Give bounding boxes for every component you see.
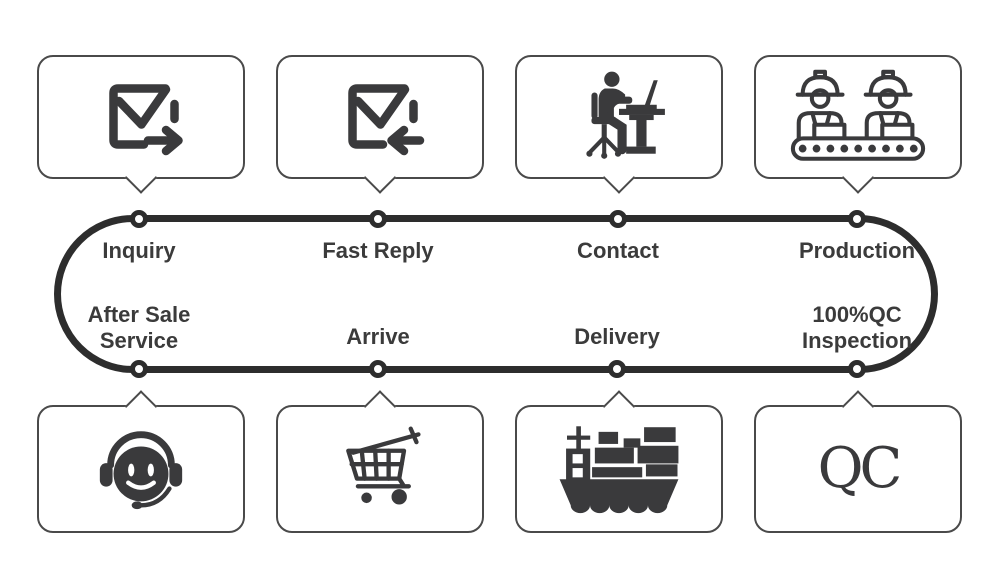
headset-support-icon [99, 431, 183, 510]
step-label-after-sale-service: After Sale Service [88, 302, 191, 354]
bubble-after-sale-service [37, 390, 245, 533]
step-label-fast-reply: Fast Reply [322, 238, 433, 264]
label-line: 100%QC [812, 302, 902, 327]
step-label-arrive: Arrive [346, 324, 410, 350]
track-node-qc [848, 360, 866, 378]
mail-send-icon [109, 84, 183, 156]
bubble-production [754, 55, 962, 194]
track-node-after-sale [130, 360, 148, 378]
bubble-tail [124, 390, 158, 423]
qc-monogram-icon: QC [817, 436, 903, 501]
bubble-contact [515, 55, 723, 194]
step-label-qc-inspection: 100%QC Inspection [802, 302, 912, 354]
bubble-qc-inspection: QC [754, 390, 962, 533]
label-line: Inspection [801, 328, 913, 353]
bubble-tail [841, 161, 875, 194]
mail-receive-icon [348, 84, 425, 156]
shopping-cart-icon [346, 426, 421, 505]
label-line: Service [99, 328, 179, 353]
label-line: Production [798, 238, 916, 263]
process-loop-track [54, 215, 938, 373]
track-node-production [848, 210, 866, 228]
bubble-arrive [276, 390, 484, 533]
track-node-fast-reply [369, 210, 387, 228]
track-node-inquiry [130, 210, 148, 228]
track-node-contact [609, 210, 627, 228]
person-at-desk-icon [586, 71, 665, 159]
bubble-inquiry [37, 55, 245, 194]
track-node-delivery [608, 360, 626, 378]
step-label-contact: Contact [577, 238, 659, 264]
step-label-inquiry: Inquiry [102, 238, 175, 264]
bubble-fast-reply [276, 55, 484, 194]
bubble-delivery [515, 390, 723, 533]
bubble-tail [602, 390, 636, 423]
cargo-ship-icon [559, 426, 679, 514]
step-label-production: Production [799, 238, 915, 264]
track-node-arrive [369, 360, 387, 378]
label-line: Fast Reply [322, 238, 434, 263]
label-line: Inquiry [102, 238, 176, 263]
step-label-delivery: Delivery [574, 324, 660, 350]
bubble-tail [363, 390, 397, 423]
bubble-tail [841, 390, 875, 423]
label-line: Arrive [346, 324, 410, 349]
label-line: Delivery [574, 324, 660, 349]
label-line: Contact [577, 238, 659, 263]
label-line: After Sale [87, 302, 191, 327]
workers-conveyor-icon [790, 69, 926, 161]
